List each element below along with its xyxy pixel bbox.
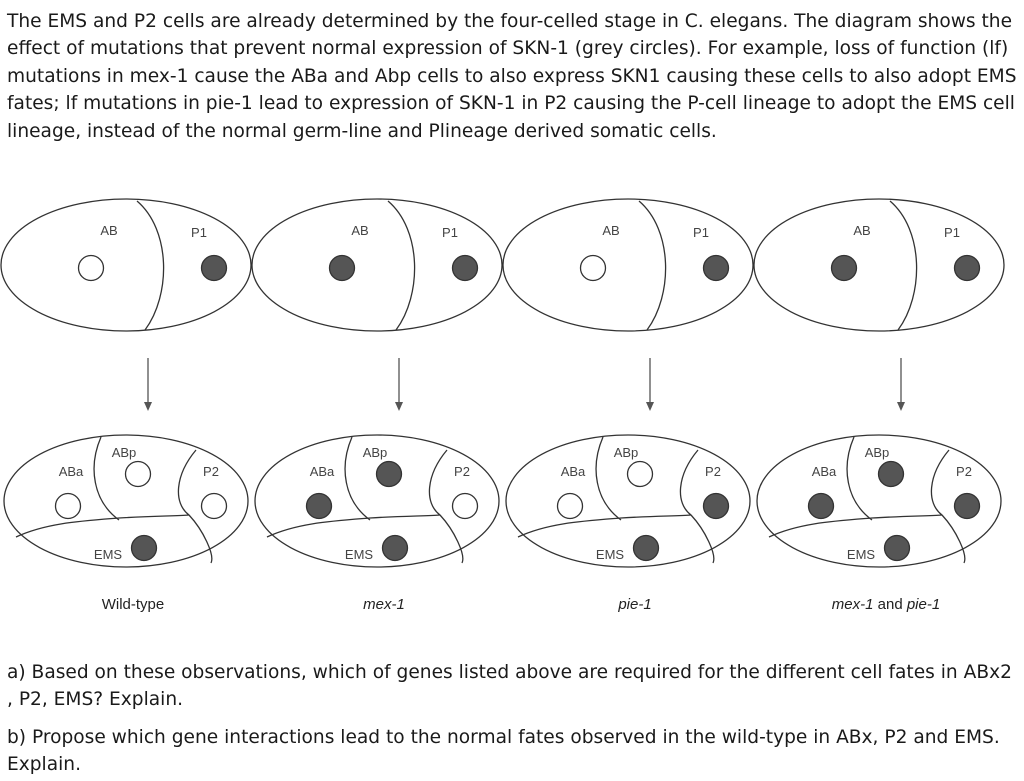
panel-caption: mex-1 and pie-1 — [832, 596, 940, 613]
p1-nucleus — [451, 254, 479, 282]
arrow-head — [646, 402, 654, 411]
label-p1: P1 — [693, 225, 709, 240]
ab-nucleus — [77, 254, 105, 282]
aba-nucleus — [807, 492, 835, 520]
aba-nucleus — [305, 492, 333, 520]
two-cell-embryo-outline — [251, 198, 503, 332]
p1-nucleus — [953, 254, 981, 282]
abp-nucleus — [124, 460, 152, 488]
intro-paragraph: The EMS and P2 cells are already determi… — [7, 11, 1017, 142]
ems-boundary — [15, 514, 190, 538]
aba-abp-boundary — [344, 436, 371, 521]
arrow-head — [897, 402, 905, 411]
ab-p1-boundary — [889, 200, 918, 331]
ems-nucleus — [883, 534, 911, 562]
label-ab: AB — [602, 223, 619, 238]
ab-p1-boundary — [638, 200, 667, 331]
ems-boundary — [768, 514, 943, 538]
label-abp: ABp — [112, 445, 137, 460]
ab-p1-boundary — [136, 200, 165, 331]
label-ab: AB — [100, 223, 117, 238]
label-p1: P1 — [442, 225, 458, 240]
four-cell-embryo-outline — [756, 434, 1002, 568]
p2-nucleus — [451, 492, 479, 520]
four-cell-embryo-outline — [3, 434, 249, 568]
ems-boundary — [266, 514, 441, 538]
two-cell-embryo-outline — [753, 198, 1005, 332]
panel-caption: mex-1 — [363, 596, 405, 613]
panel-caption: pie-1 — [617, 596, 651, 613]
abp-nucleus — [877, 460, 905, 488]
label-ab: AB — [351, 223, 368, 238]
label-ems: EMS — [94, 547, 123, 562]
label-ab: AB — [853, 223, 870, 238]
label-ems: EMS — [596, 547, 625, 562]
label-abp: ABp — [614, 445, 639, 460]
panel-caption: Wild-type — [102, 596, 165, 613]
ab-nucleus — [830, 254, 858, 282]
label-ems: EMS — [847, 547, 876, 562]
label-p2: P2 — [203, 464, 219, 479]
question-a: a) Based on these observations, which of… — [7, 662, 1012, 711]
label-p1: P1 — [191, 225, 207, 240]
aba-abp-boundary — [846, 436, 873, 521]
label-abp: ABp — [363, 445, 388, 460]
label-ems: EMS — [345, 547, 374, 562]
label-p2: P2 — [454, 464, 470, 479]
two-cell-embryo-outline — [0, 198, 252, 332]
ems-nucleus — [632, 534, 660, 562]
ab-p1-boundary — [387, 200, 416, 331]
p1-nucleus — [702, 254, 730, 282]
label-p2: P2 — [705, 464, 721, 479]
label-aba: ABa — [59, 464, 84, 479]
ems-boundary — [517, 514, 692, 538]
p2-nucleus — [200, 492, 228, 520]
ab-nucleus — [579, 254, 607, 282]
label-p1: P1 — [944, 225, 960, 240]
aba-abp-boundary — [93, 436, 120, 521]
label-aba: ABa — [561, 464, 586, 479]
label-p2: P2 — [956, 464, 972, 479]
abp-nucleus — [626, 460, 654, 488]
aba-abp-boundary — [595, 436, 622, 521]
arrow-head — [144, 402, 152, 411]
p2-nucleus — [953, 492, 981, 520]
label-abp: ABp — [865, 445, 890, 460]
label-aba: ABa — [310, 464, 335, 479]
abp-nucleus — [375, 460, 403, 488]
aba-nucleus — [556, 492, 584, 520]
question-b: b) Propose which gene interactions lead … — [7, 727, 1000, 776]
aba-nucleus — [54, 492, 82, 520]
label-aba: ABa — [812, 464, 837, 479]
ems-nucleus — [130, 534, 158, 562]
two-cell-embryo-outline — [502, 198, 754, 332]
ems-nucleus — [381, 534, 409, 562]
four-cell-embryo-outline — [505, 434, 751, 568]
p2-nucleus — [702, 492, 730, 520]
p1-nucleus — [200, 254, 228, 282]
arrow-head — [395, 402, 403, 411]
four-cell-embryo-outline — [254, 434, 500, 568]
ab-nucleus — [328, 254, 356, 282]
